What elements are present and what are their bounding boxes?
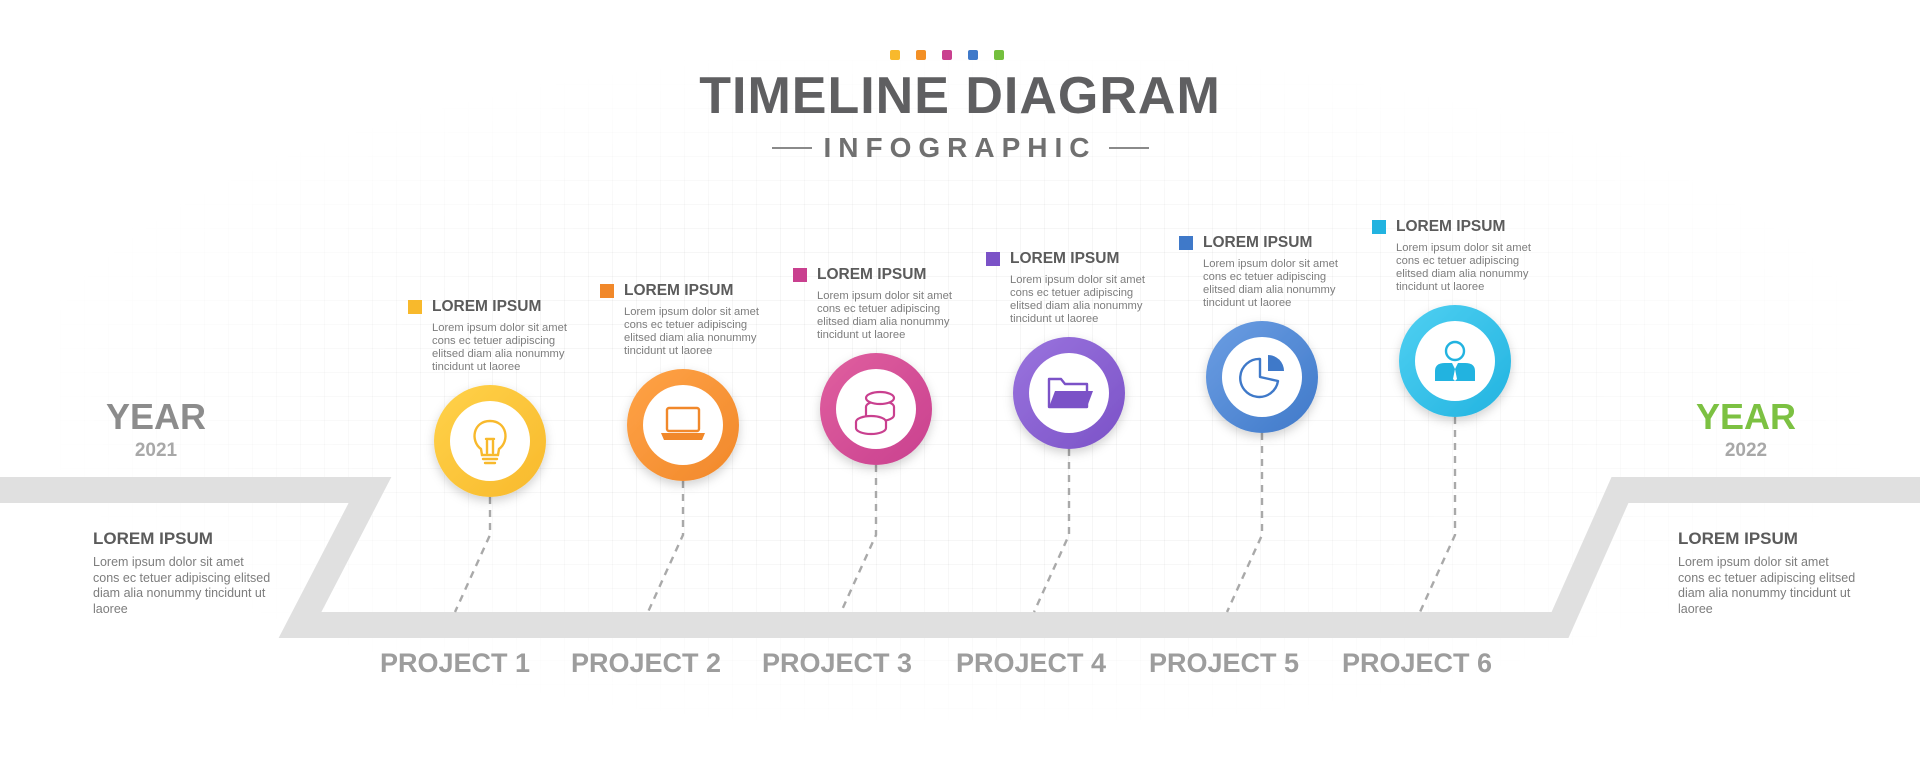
step-circle-5 bbox=[1206, 321, 1318, 433]
start-year: 2021 bbox=[134, 440, 178, 461]
project-label: PROJECT 4 bbox=[955, 648, 1107, 678]
step-marker bbox=[1179, 236, 1193, 250]
step-title: LOREM IPSUM bbox=[1203, 234, 1313, 251]
step-title: LOREM IPSUM bbox=[624, 282, 734, 299]
project-label: PROJECT 5 bbox=[1148, 648, 1300, 678]
step-marker bbox=[600, 284, 614, 298]
step-marker bbox=[1372, 220, 1386, 234]
end-year: 2022 bbox=[1724, 440, 1768, 461]
step-circle-2 bbox=[627, 369, 739, 481]
color-dot bbox=[968, 50, 978, 60]
color-dot bbox=[994, 50, 1004, 60]
step-title: LOREM IPSUM bbox=[1010, 250, 1120, 267]
user-icon bbox=[1435, 340, 1475, 381]
start-title: LOREM IPSUM bbox=[93, 529, 213, 548]
step-marker bbox=[793, 268, 807, 282]
step-circle-1 bbox=[434, 385, 546, 497]
drop-line bbox=[646, 481, 685, 613]
end-body: Lorem ipsum dolor sit amet cons ec tetue… bbox=[1678, 555, 1856, 616]
end-title: LOREM IPSUM bbox=[1678, 529, 1798, 548]
circle-inner bbox=[643, 385, 723, 465]
step-marker bbox=[986, 252, 1000, 266]
color-dot bbox=[890, 50, 900, 60]
drop-line bbox=[1225, 433, 1264, 613]
step-title: LOREM IPSUM bbox=[817, 266, 927, 283]
subtitle-row: INFOGRAPHIC bbox=[0, 132, 1920, 164]
timeline-path bbox=[0, 477, 1920, 638]
drop-line bbox=[453, 497, 492, 613]
project-label: PROJECT 2 bbox=[570, 648, 722, 678]
step-circle-6 bbox=[1399, 305, 1511, 417]
project-label: PROJECT 3 bbox=[761, 648, 913, 678]
project-label: PROJECT 1 bbox=[379, 648, 531, 678]
project-label: PROJECT 6 bbox=[1341, 648, 1493, 678]
subtitle-rule-left bbox=[771, 147, 812, 149]
step-body: Lorem ipsum dolor sit amet cons ec tetue… bbox=[1203, 258, 1338, 309]
drop-lines bbox=[453, 417, 1457, 613]
step-header: LOREM IPSUM bbox=[1372, 218, 1505, 236]
step-header: LOREM IPSUM bbox=[986, 250, 1119, 268]
end-year-word: YEAR bbox=[1695, 396, 1797, 437]
folder-icon bbox=[1047, 377, 1093, 409]
step-circle-3 bbox=[820, 353, 932, 465]
step-header: LOREM IPSUM bbox=[793, 266, 926, 284]
step-header: LOREM IPSUM bbox=[1179, 234, 1312, 252]
step-header: LOREM IPSUM bbox=[600, 282, 733, 300]
step-body: Lorem ipsum dolor sit amet cons ec tetue… bbox=[1396, 242, 1531, 293]
color-dot bbox=[916, 50, 926, 60]
subtitle-rule-right bbox=[1108, 147, 1149, 149]
coins-icon bbox=[854, 390, 896, 436]
step-header: LOREM IPSUM bbox=[408, 298, 541, 316]
lightbulb-icon bbox=[473, 419, 507, 465]
circle-inner bbox=[450, 401, 530, 481]
drop-line bbox=[839, 465, 878, 613]
start-body: Lorem ipsum dolor sit amet cons ec tetue… bbox=[93, 555, 271, 616]
color-dot bbox=[942, 50, 952, 60]
color-dots bbox=[890, 50, 1004, 60]
page-title: TIMELINE DIAGRAM bbox=[699, 67, 1221, 125]
start-year-word: YEAR bbox=[105, 396, 207, 437]
page-subtitle: INFOGRAPHIC bbox=[823, 132, 1097, 163]
step-body: Lorem ipsum dolor sit amet cons ec tetue… bbox=[817, 290, 952, 341]
step-body: Lorem ipsum dolor sit amet cons ec tetue… bbox=[1010, 274, 1145, 325]
laptop-icon bbox=[661, 406, 705, 440]
pie-chart-icon bbox=[1239, 355, 1284, 399]
step-title: LOREM IPSUM bbox=[1396, 218, 1506, 235]
drop-line bbox=[1418, 417, 1457, 613]
step-body: Lorem ipsum dolor sit amet cons ec tetue… bbox=[624, 306, 759, 357]
step-title: LOREM IPSUM bbox=[432, 298, 542, 315]
drop-line bbox=[1032, 449, 1071, 613]
step-circle-4 bbox=[1013, 337, 1125, 449]
step-body: Lorem ipsum dolor sit amet cons ec tetue… bbox=[432, 322, 567, 373]
step-marker bbox=[408, 300, 422, 314]
